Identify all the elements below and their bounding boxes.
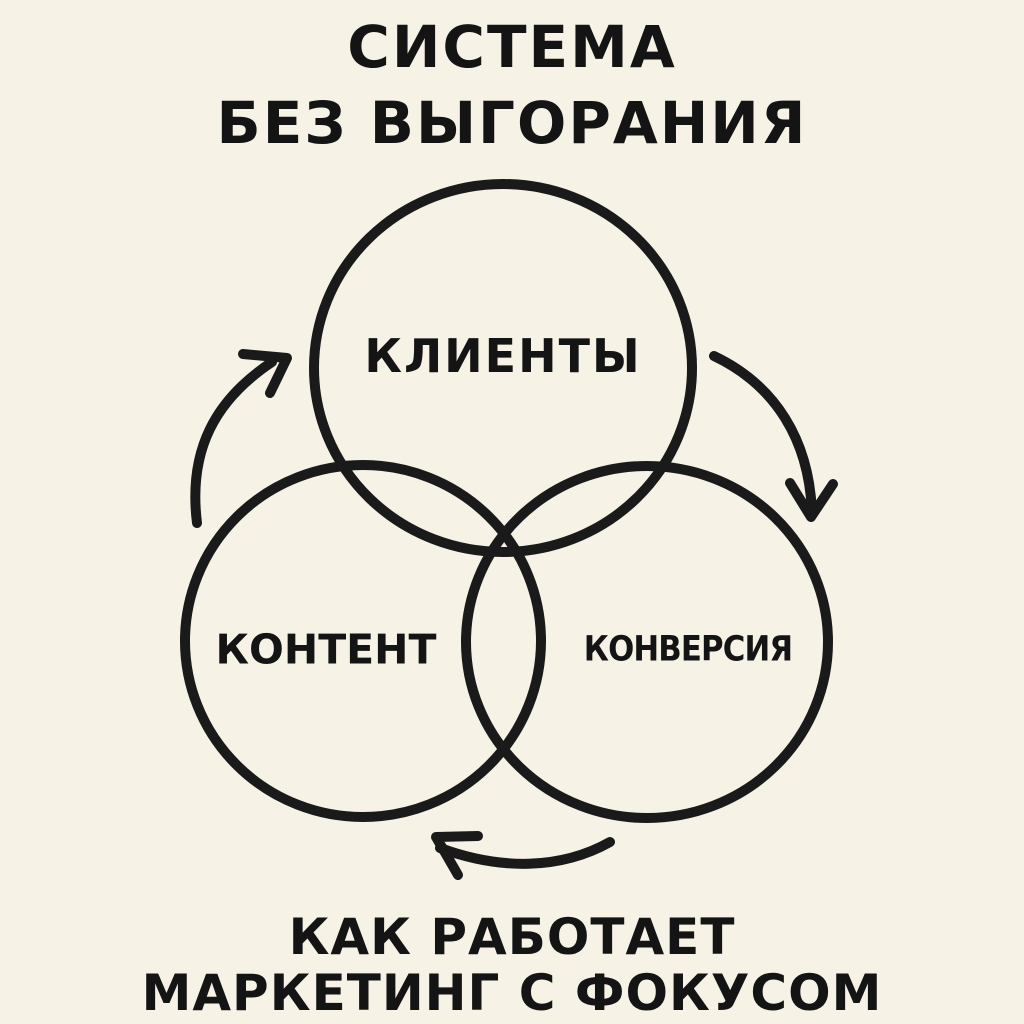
circle-content xyxy=(180,460,546,822)
arrow-conversion-to-content-icon xyxy=(431,831,615,880)
arrow-clients-to-conversion-icon xyxy=(709,351,838,522)
label-conversion: КОНВЕРСИЯ xyxy=(583,629,793,670)
title-line-2: БЕЗ ВЫГОРАНИЯ xyxy=(216,89,808,157)
circle-clients xyxy=(309,179,697,557)
footer-line-1: КАК РАБОТАЕТ xyxy=(288,908,736,966)
circle-conversion xyxy=(461,461,833,823)
label-content: КОНТЕНТ xyxy=(215,625,437,674)
arrow-content-to-clients-icon xyxy=(190,349,292,528)
title-line-1: СИСТЕМА xyxy=(347,13,677,81)
label-clients: КЛИЕНТЫ xyxy=(364,329,642,383)
footer-line-2: МАРКЕТИНГ С ФОКУСОМ xyxy=(141,964,883,1022)
